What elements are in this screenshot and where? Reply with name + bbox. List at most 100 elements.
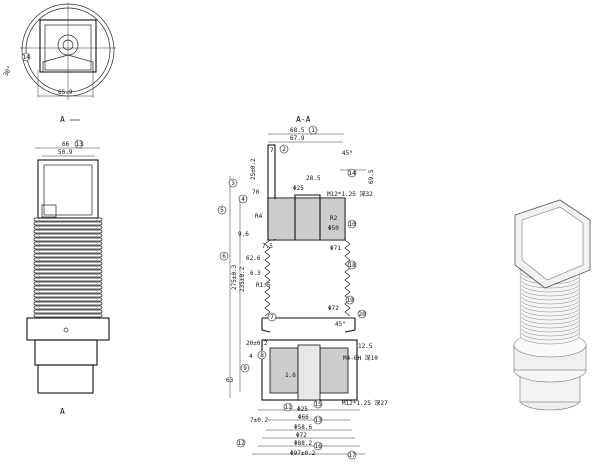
balloon-label: 15 — [315, 401, 323, 408]
dim-label: 235±0.2 — [239, 266, 246, 292]
dim-label: 12.5 — [358, 343, 373, 350]
balloon — [219, 251, 229, 261]
bellows-fold — [33, 297, 103, 302]
balloon — [267, 312, 277, 322]
bellows-fold — [33, 285, 103, 290]
balloon — [21, 52, 31, 62]
bellows-fold — [33, 261, 103, 266]
balloon-label: 17 — [349, 452, 357, 459]
bellows-wall-right — [344, 239, 351, 317]
dim-label: 1.6 — [285, 372, 296, 379]
balloon-label: 16 — [315, 443, 323, 450]
bellows-fold — [33, 289, 103, 294]
dim-label: 28.5 — [306, 175, 321, 182]
balloon-label: 13 — [76, 141, 84, 148]
dim-label: 69.5 — [368, 169, 375, 184]
dim-label: R2 — [330, 215, 338, 222]
balloon-label: 2 — [282, 146, 286, 153]
balloon-label: 9 — [243, 365, 247, 372]
dim-label: 25±0.2 — [250, 158, 257, 180]
dim-label: 62.6 — [246, 255, 261, 262]
dim-label: 4 — [249, 353, 253, 360]
balloon — [238, 194, 248, 204]
section-arrow-bottom: A — [60, 407, 65, 416]
dim-label: 68.5 — [290, 127, 305, 134]
dim-label: R1.5 — [256, 282, 271, 289]
dim-label: 70 — [252, 189, 260, 196]
dim-label: 20±0.2 — [246, 340, 268, 347]
bellows-fold — [33, 277, 103, 282]
balloon — [257, 350, 267, 360]
balloon — [347, 219, 357, 229]
balloon-label: 8 — [260, 352, 264, 359]
balloon — [357, 309, 367, 319]
balloon — [217, 205, 227, 215]
balloon — [313, 415, 323, 425]
balloon — [283, 402, 293, 412]
balloon — [345, 295, 355, 305]
dim-label: Φ66 — [298, 414, 309, 421]
bellows-fold — [33, 237, 103, 242]
balloon-label: 10 — [349, 221, 357, 228]
dim-label: M12*1.25 深27 — [342, 399, 388, 407]
bellows-fold — [33, 241, 103, 246]
bellows-fold — [33, 221, 103, 226]
balloon — [347, 168, 357, 178]
balloon-label: 7 — [270, 314, 274, 321]
balloon — [240, 363, 250, 373]
bellows-fold — [33, 217, 103, 222]
section-arrow-top: A — [60, 115, 65, 124]
bellows-fold — [33, 305, 103, 310]
balloon-label: 20 — [359, 311, 367, 318]
balloon-label: 11 — [285, 404, 293, 411]
section-view: 68.5 67.9 7 28.5 Φ25 M12*1.25 深32 70 25±… — [217, 125, 388, 460]
dim-label: Φ50 — [328, 225, 339, 232]
dim-label: 7±0.2 — [250, 417, 268, 424]
bellows-fold — [33, 257, 103, 262]
balloon-label: 19 — [347, 297, 355, 304]
front-outer-width: 66 — [62, 141, 70, 148]
dim-label: Φ72 — [328, 305, 339, 312]
bellows-fold — [33, 313, 103, 318]
bellows-fold — [33, 229, 103, 234]
bellows-fold — [33, 245, 103, 250]
balloon — [313, 441, 323, 451]
dim-label: 67.9 — [290, 135, 305, 142]
dim-label: 9.6 — [238, 231, 249, 238]
dim-label: Φ58.6 — [294, 424, 312, 431]
bellows-fold — [33, 253, 103, 258]
balloon-label: 18 — [349, 262, 357, 269]
top-angle-dim: 30° — [2, 65, 13, 78]
dim-label: Φ88.2 — [294, 440, 312, 447]
bellows-fold — [33, 225, 103, 230]
balloon — [236, 438, 246, 448]
dim-label: M12*1.25 深32 — [327, 190, 373, 198]
dim-label: 45° — [335, 321, 346, 328]
balloon — [308, 125, 318, 135]
dim-label: Φ25 — [297, 406, 308, 413]
dim-label: 275±0.3 — [231, 264, 238, 290]
dim-label: 6.3 — [250, 270, 261, 277]
bellows-fold — [33, 233, 103, 238]
balloon-label: 13 — [315, 417, 323, 424]
bellows-fold — [33, 273, 103, 278]
bellows-fold — [33, 293, 103, 298]
front-inner-width: 50.9 — [58, 149, 73, 156]
bellows-fold — [33, 249, 103, 254]
dim-label: 7 — [270, 147, 274, 154]
dim-label: 7.5 — [262, 243, 273, 250]
balloon — [347, 450, 357, 460]
balloon-label: 4 — [241, 196, 245, 203]
bellows-fold — [33, 301, 103, 306]
balloon-label: 12 — [238, 440, 246, 447]
balloon — [347, 260, 357, 270]
dim-label: 45° — [342, 150, 353, 157]
bellows-fold — [33, 281, 103, 286]
top-view: 65.9 30° 14 — [2, 3, 116, 100]
balloon — [228, 178, 238, 188]
dim-label: 63 — [226, 377, 234, 384]
front-view: 66 50.9 13 — [26, 139, 110, 394]
dim-label: Φ25 — [293, 185, 304, 192]
